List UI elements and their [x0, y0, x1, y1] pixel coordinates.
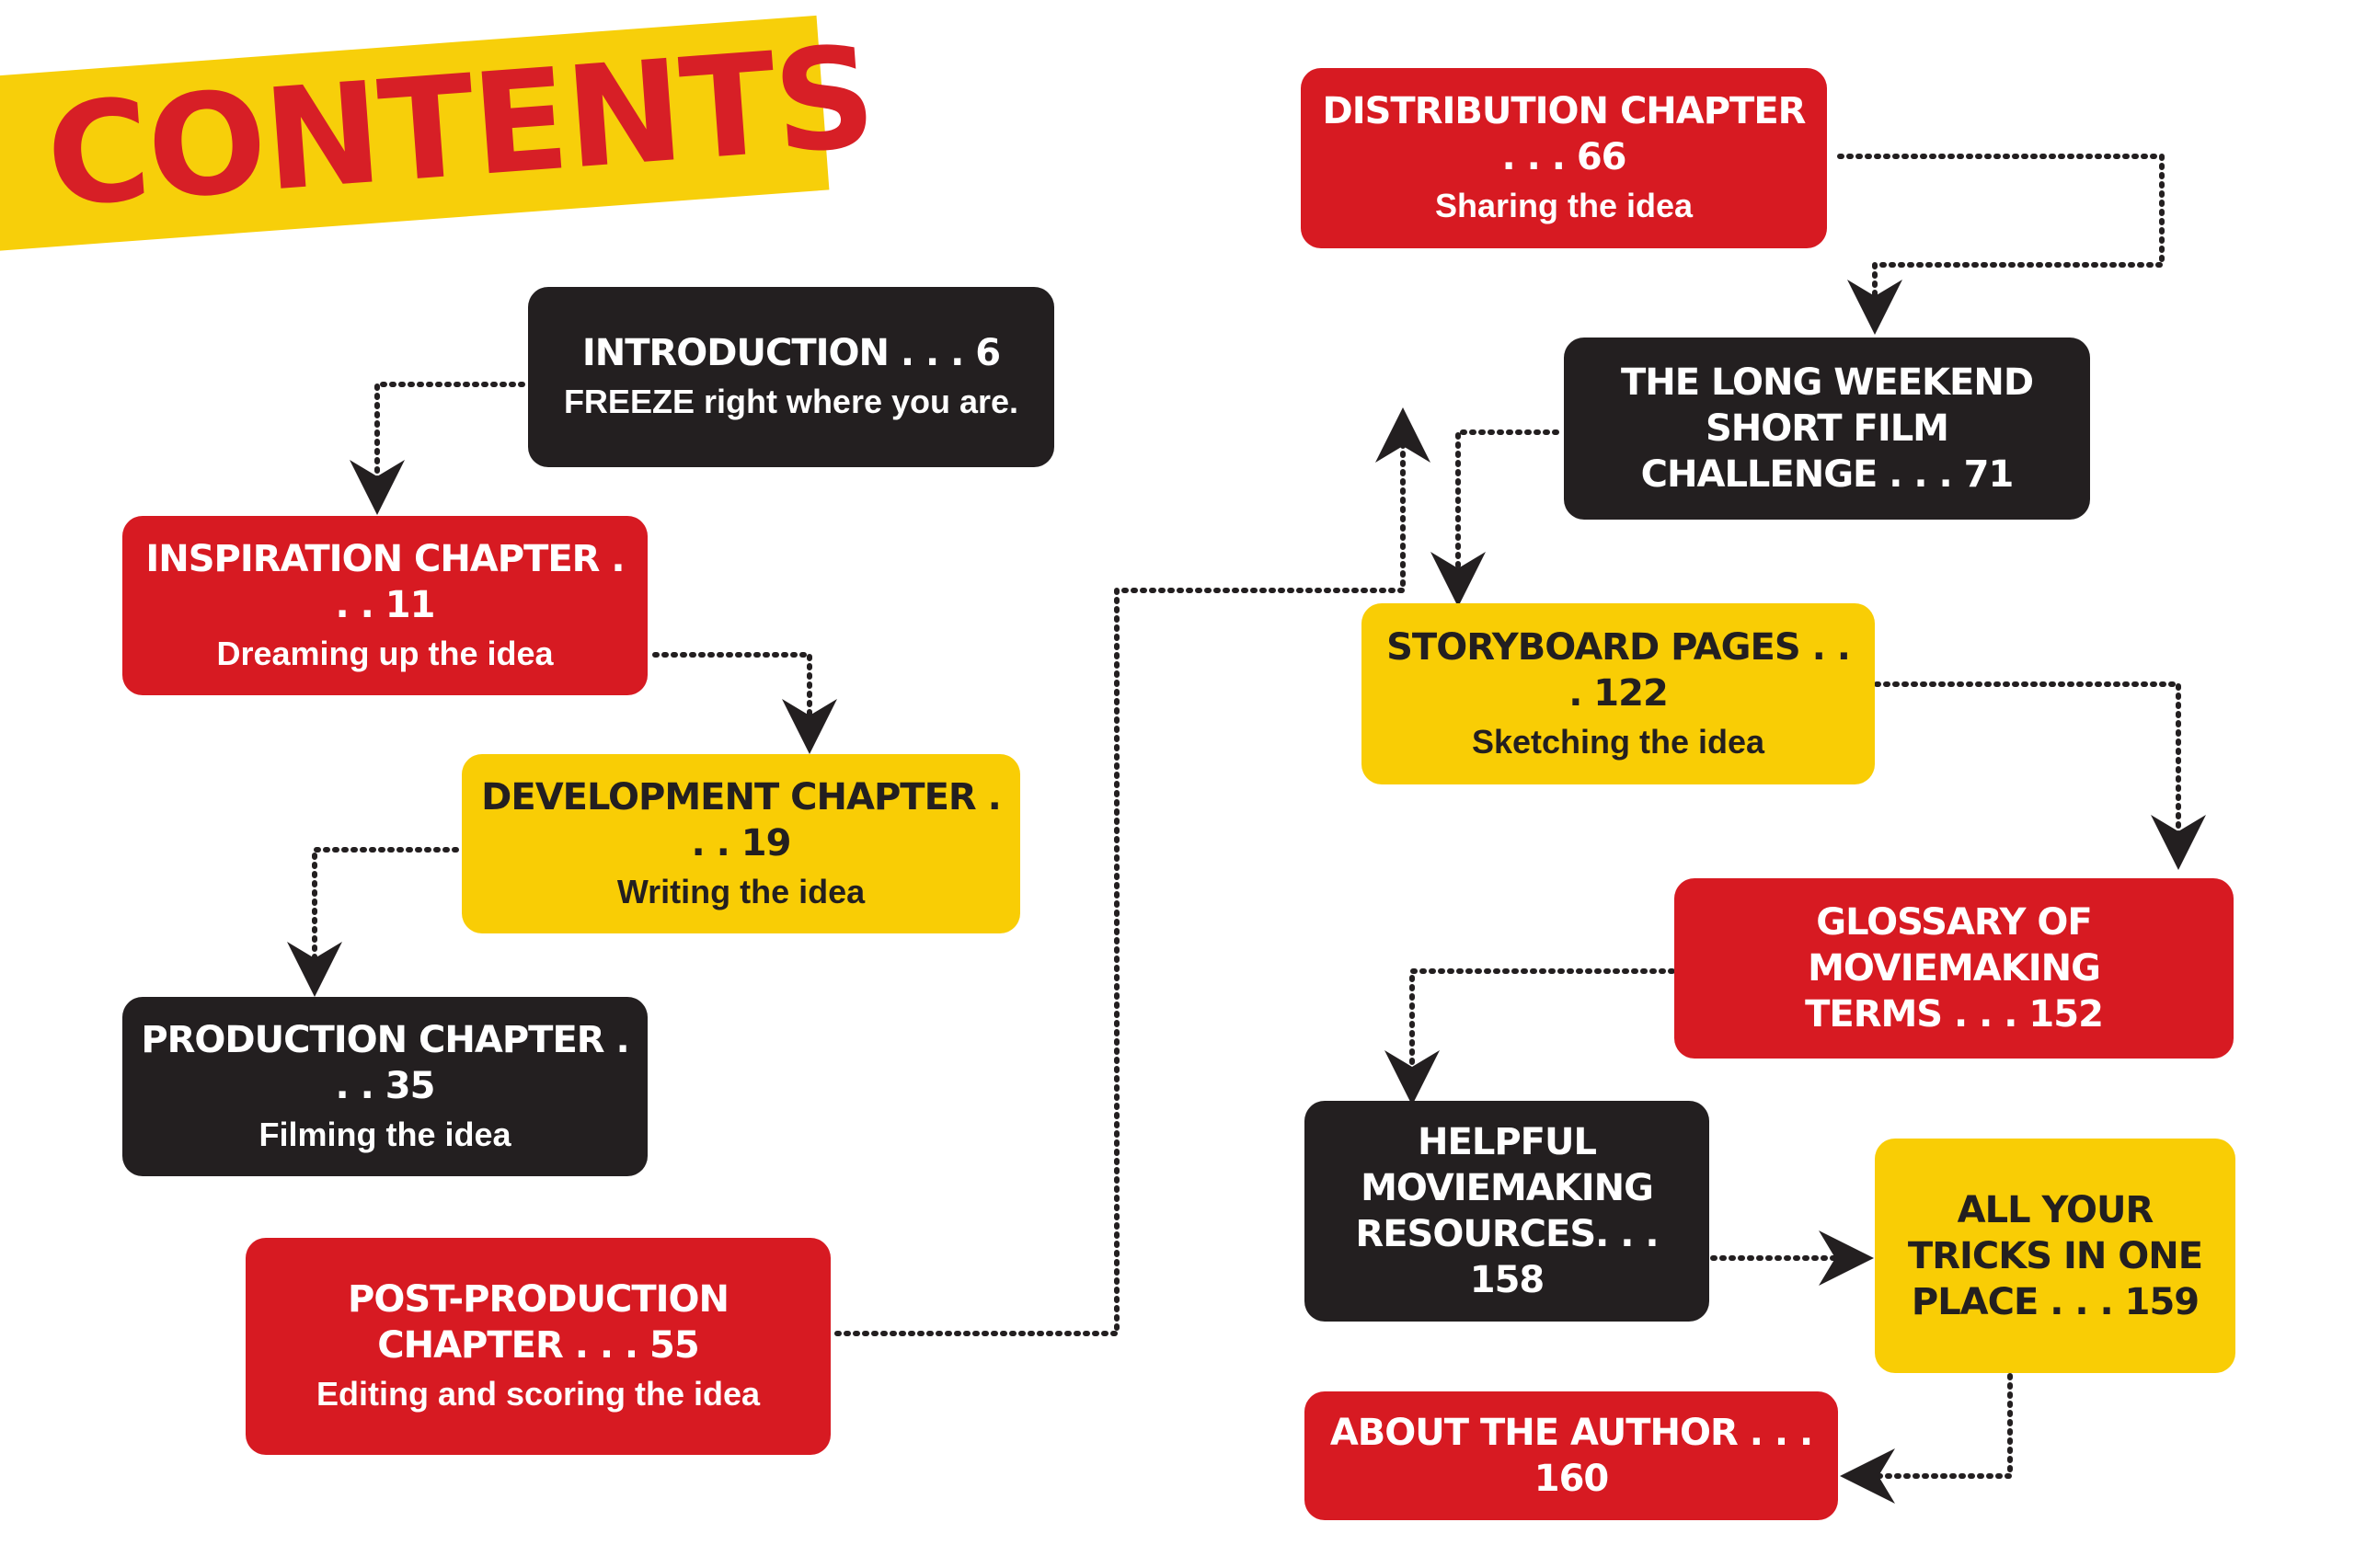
connector-postproduction-to-storyboard: [834, 407, 1430, 1336]
production-subtitle: Filming the idea: [258, 1115, 511, 1153]
long-weekend-heading: THE LONG WEEKEND SHORT FILM CHALLENGE . …: [1620, 361, 2034, 496]
distribution-subtitle: Sharing the idea: [1434, 187, 1694, 224]
post-production-subtitle: Editing and scoring the idea: [316, 1375, 761, 1413]
inspiration-heading: INSPIRATION CHAPTER . . . 11: [145, 537, 625, 626]
connector-development-to-production: [287, 847, 459, 997]
post-production-box: POST-PRODUCTION CHAPTER . . . 55 Editing…: [246, 1238, 831, 1455]
resources-box: HELPFUL MOVIEMAKING RESOURCES. . . 158: [1304, 1101, 1709, 1322]
connector-glossary-to-resources: [1384, 968, 1675, 1105]
resources-heading: HELPFUL MOVIEMAKING RESOURCES. . . 158: [1355, 1121, 1659, 1301]
development-box: DEVELOPMENT CHAPTER . . . 19 Writing the…: [462, 754, 1020, 933]
inspiration-subtitle: Dreaming up the idea: [216, 634, 554, 672]
tricks-heading: ALL YOUR TRICKS IN ONE PLACE . . . 159: [1907, 1188, 2203, 1323]
connector-inspiration-to-development: [652, 652, 837, 754]
long-weekend-box: THE LONG WEEKEND SHORT FILM CHALLENGE . …: [1564, 338, 2090, 520]
connector-tricks-to-author: [1840, 1373, 2013, 1504]
glossary-heading: GLOSSARY OF MOVIEMAKING TERMS . . . 152: [1805, 901, 2104, 1036]
distribution-box: DISTRIBUTION CHAPTER . . . 66 Sharing th…: [1301, 68, 1827, 248]
connector-introduction-to-inspiration: [350, 382, 525, 515]
connector-longweekend-to-storyboard: [1430, 429, 1559, 607]
connector-distribution-to-longweekend: [1837, 154, 2165, 335]
author-heading: ABOUT THE AUTHOR . . . 160: [1329, 1412, 1813, 1500]
inspiration-box: INSPIRATION CHAPTER . . . 11 Dreaming up…: [122, 516, 648, 695]
introduction-subtitle: FREEZE right where you are.: [563, 383, 1019, 420]
development-heading: DEVELOPMENT CHAPTER . . . 19: [481, 775, 1002, 864]
introduction-heading: INTRODUCTION . . . 6: [581, 332, 1001, 374]
author-box: ABOUT THE AUTHOR . . . 160: [1304, 1391, 1838, 1520]
post-production-heading: POST-PRODUCTION CHAPTER . . . 55: [348, 1278, 729, 1367]
production-heading: PRODUCTION CHAPTER . . . 35: [141, 1018, 629, 1107]
storyboard-heading: STORYBOARD PAGES . . . 122: [1386, 625, 1851, 715]
storyboard-box: STORYBOARD PAGES . . . 122 Sketching the…: [1361, 603, 1875, 784]
connector-storyboard-to-glossary: [1874, 681, 2206, 870]
production-box: PRODUCTION CHAPTER . . . 35 Filming the …: [122, 997, 648, 1176]
introduction-box: INTRODUCTION . . . 6 FREEZE right where …: [528, 287, 1054, 467]
tricks-box: ALL YOUR TRICKS IN ONE PLACE . . . 159: [1875, 1139, 2235, 1373]
glossary-box: GLOSSARY OF MOVIEMAKING TERMS . . . 152: [1674, 878, 2234, 1059]
distribution-heading: DISTRIBUTION CHAPTER . . . 66: [1322, 90, 1807, 178]
storyboard-subtitle: Sketching the idea: [1471, 722, 1765, 761]
development-subtitle: Writing the idea: [616, 872, 866, 910]
